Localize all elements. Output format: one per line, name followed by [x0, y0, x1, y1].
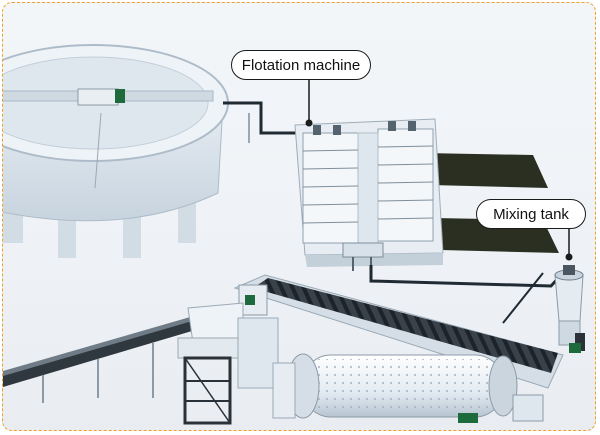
- mixing-tank: [554, 265, 585, 353]
- flotation-machine-label: Flotation machine: [231, 50, 371, 80]
- flotation-machine: [294, 118, 444, 271]
- illustration-frame: Flotation machine Mixing tank: [2, 2, 596, 431]
- feed-structure: [177, 302, 279, 425]
- callout-pin-icon: [305, 119, 313, 127]
- callout-lines: [305, 80, 573, 261]
- callout-pin-icon: [565, 253, 573, 261]
- mixing-tank-label: Mixing tank: [476, 199, 586, 229]
- tailings-pond-upper: [423, 153, 548, 188]
- ball-mill: [272, 353, 544, 423]
- thickener-tank: [3, 44, 229, 258]
- flotation-machine-label-text: Flotation machine: [241, 56, 361, 74]
- mixing-tank-label-text: Mixing tank: [493, 205, 569, 223]
- belt-conveyor: [3, 311, 219, 403]
